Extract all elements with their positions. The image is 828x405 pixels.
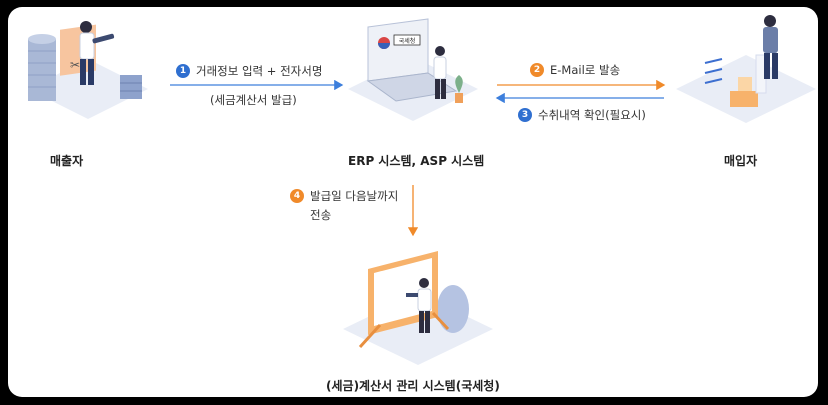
step-1-badge: 1 xyxy=(176,64,190,78)
step-4-subtext: 전송 xyxy=(310,208,332,222)
seller-label: 매출자 xyxy=(50,154,84,168)
step-4-badge: 4 xyxy=(290,189,304,203)
erp-illustration: 국세청 xyxy=(348,18,478,121)
buyer-illustration xyxy=(676,15,816,123)
erp-label: ERP 시스템, ASP 시스템 xyxy=(348,154,485,168)
step-1-label: 1 거래정보 입력 + 전자서명 xyxy=(176,63,322,79)
seller-illustration: ✂ xyxy=(28,21,148,119)
nts-illustration xyxy=(343,251,493,365)
buyer-label: 매입자 xyxy=(724,154,758,168)
step-2-label: 2 E-Mail로 발송 xyxy=(530,62,620,78)
step-1-subtext: (세금계산서 발급) xyxy=(210,93,297,107)
diagram-canvas: ✂ 국세청 xyxy=(8,7,818,397)
step-4-label: 4 발급일 다음날까지 xyxy=(290,188,398,204)
nts-label: (세금)계산서 관리 시스템(국세청) xyxy=(326,379,500,393)
step-2-text: E-Mail로 발송 xyxy=(550,63,621,77)
step-3-badge: 3 xyxy=(518,108,532,122)
step-2-badge: 2 xyxy=(530,63,544,77)
step-3-text: 수취내역 확인(필요시) xyxy=(538,108,646,122)
svg-text:✂: ✂ xyxy=(70,58,80,72)
step-1-text: 거래정보 입력 + 전자서명 xyxy=(196,64,323,78)
step-4-text: 발급일 다음날까지 xyxy=(310,189,399,203)
step-3-label: 3 수취내역 확인(필요시) xyxy=(518,107,646,123)
diagram-graphics: ✂ 국세청 xyxy=(28,15,816,365)
monitor-label: 국세청 xyxy=(399,37,416,45)
